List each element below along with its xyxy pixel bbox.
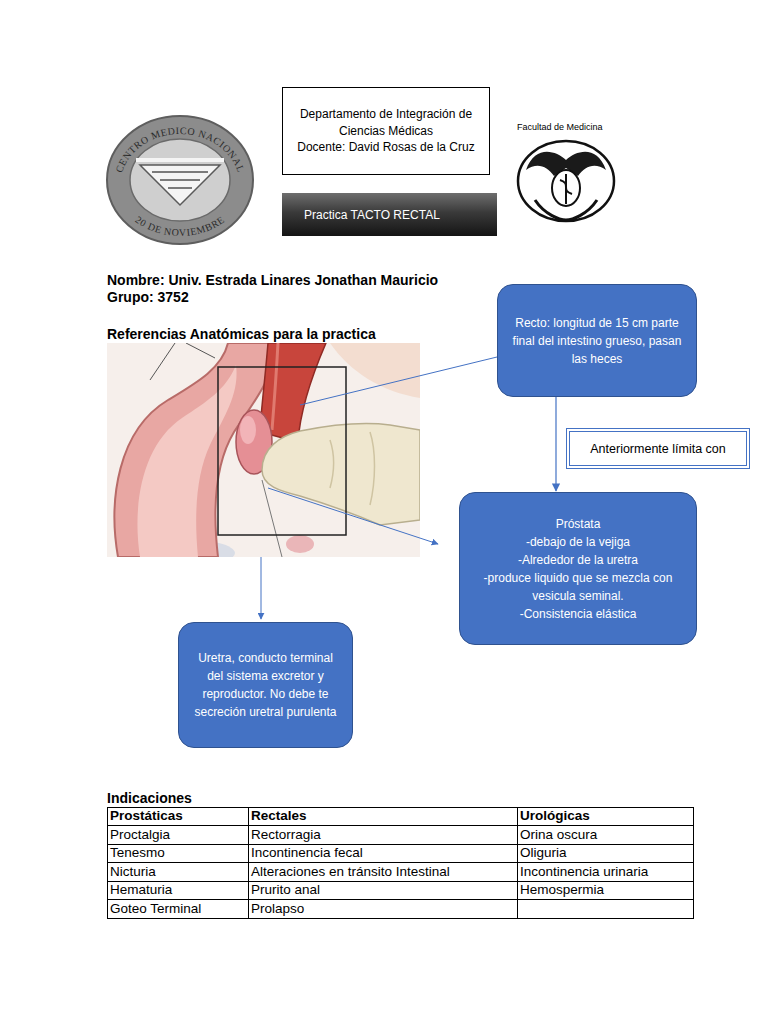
table-cell: Nicturia	[110, 863, 156, 881]
recto-leader	[300, 357, 497, 405]
table-cell: Hematuria	[110, 881, 172, 899]
table-cell: Tenesmo	[110, 844, 165, 862]
section-heading: Indicaciones	[107, 789, 192, 807]
box-text: Anteriormente límita con	[590, 442, 725, 456]
exam-frame	[218, 367, 346, 535]
table-rules	[107, 807, 693, 918]
table-header: Rectales	[251, 807, 307, 825]
table-cell: Incontinencia urinaria	[520, 863, 648, 881]
box-text: Practica TACTO RECTAL	[304, 208, 440, 222]
rectum-fold	[272, 343, 278, 430]
group-number: Grupo: 3752	[107, 288, 189, 306]
logo-text: CENTRO MEDICO NACIONAL	[113, 125, 246, 174]
callout-box: Uretra, conducto terminal del sistema ex…	[178, 622, 353, 748]
faculty-name: Facultad de Medicina	[517, 122, 603, 133]
scrotum	[286, 535, 314, 553]
table-cell: Goteo Terminal	[110, 900, 201, 918]
box-text: -produce liquido que se mezcla con vesic…	[470, 569, 686, 605]
urethra-leader	[261, 557, 262, 619]
finger-creases	[330, 432, 375, 505]
practice-banner: Practica TACTO RECTAL	[282, 193, 497, 236]
student-name: Nombre: Univ. Estrada Linares Jonathan M…	[107, 271, 438, 289]
table-cell: Rectorragia	[251, 826, 321, 844]
connector-arrow	[555, 397, 556, 491]
prostate-lobe	[240, 416, 256, 444]
prostate-leader	[268, 488, 438, 544]
section-heading: Referencias Anatómicas para la practica	[107, 325, 376, 343]
box-text: Departamento de Integración de Ciencias …	[291, 106, 481, 140]
table-cell: Incontinencia fecal	[251, 844, 363, 862]
table-cell: Orina oscura	[520, 826, 597, 844]
emblem-ring	[518, 141, 614, 221]
logo-center	[130, 139, 230, 221]
table-cell: Proctalgia	[110, 826, 170, 844]
header-box: Departamento de Integración de Ciencias …	[282, 87, 490, 175]
table-cell: Alteraciones en tránsito Intestinal	[251, 863, 450, 881]
hospital-logo	[107, 116, 253, 244]
gloved-finger	[262, 423, 420, 525]
emblem-base	[535, 200, 597, 220]
leader-lines	[150, 343, 215, 380]
table-cell: Prolapso	[251, 900, 304, 918]
pelvic-inner	[137, 365, 236, 557]
anatomy-illustration	[107, 343, 420, 557]
relation-box: Anteriormente límita con	[566, 428, 750, 469]
table-cell: Prurito anal	[251, 881, 320, 899]
table-cell: Oliguria	[520, 844, 567, 862]
logo-v	[140, 165, 220, 205]
box-text: -Alrededor de la uretra	[518, 551, 638, 569]
emblem-shield	[552, 170, 580, 206]
table-cell: Hemospermia	[520, 881, 604, 899]
table-border	[108, 808, 694, 919]
logo-bars	[152, 172, 208, 188]
logo-text: 20 DE NOVIEMBRE	[133, 214, 226, 238]
logo-ring	[107, 116, 253, 244]
table-header: Prostáticas	[110, 807, 183, 825]
box-text: Docente: David Rosas de la Cruz	[297, 139, 474, 156]
callout-box: Recto: longitud de 15 cm parte final del…	[497, 284, 697, 397]
box-text: -debajo de la vejiga	[526, 533, 630, 551]
emblem-staff	[560, 174, 572, 204]
faculty-emblem	[518, 141, 614, 221]
table-header: Urológicas	[520, 807, 590, 825]
box-text: Uretra, conducto terminal del sistema ex…	[189, 649, 342, 721]
box-text: Recto: longitud de 15 cm parte final del…	[508, 314, 686, 368]
box-text: -Consistencia elástica	[520, 605, 637, 623]
callout-box: Próstata-debajo de la vejiga-Alrededor d…	[459, 492, 697, 645]
indications-table	[107, 807, 694, 919]
logo-bar	[136, 158, 224, 162]
skin	[330, 343, 420, 398]
illustration-ground	[107, 343, 420, 557]
pelvic-wall	[115, 343, 278, 557]
box-heading: Próstata	[556, 515, 601, 533]
